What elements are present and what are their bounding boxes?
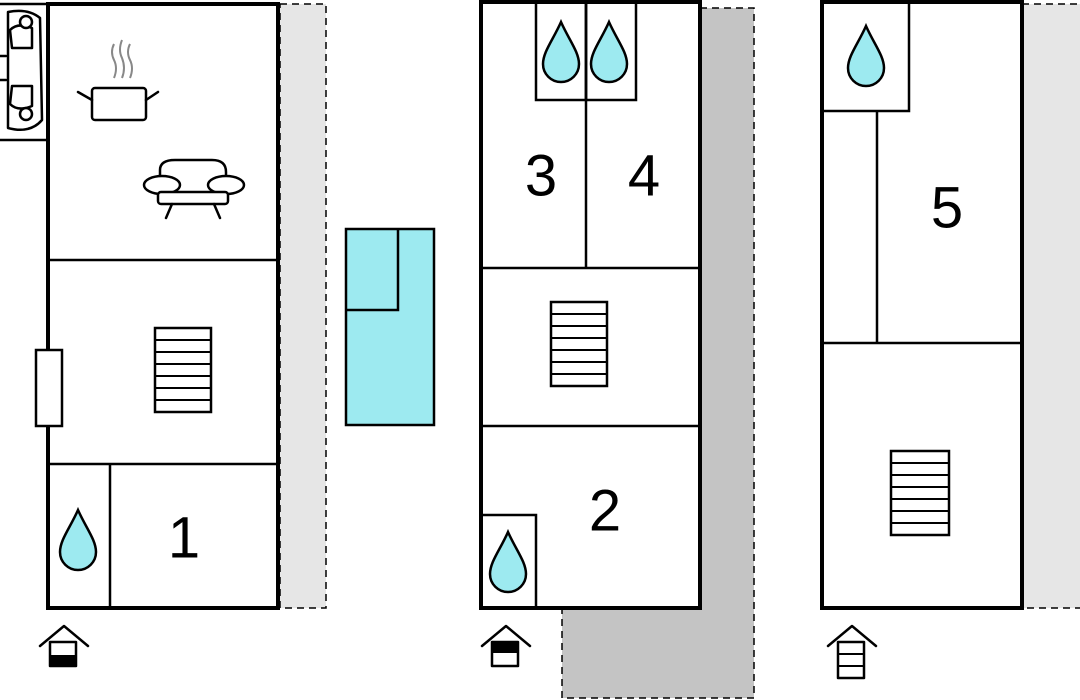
room-number-5: 5: [931, 175, 963, 240]
floor-left: 1: [0, 2, 280, 668]
terrace-right: [1021, 3, 1080, 609]
floor-right: 5: [820, 0, 1024, 680]
terrace-left: [279, 3, 327, 609]
window-icon: [34, 348, 64, 428]
bathroom-drop-icon: [488, 528, 528, 594]
entrance-icon: [38, 624, 90, 668]
bathroom-drop-icon: [846, 22, 886, 88]
room-number-3: 3: [525, 143, 557, 208]
stairs-icon: [889, 449, 951, 537]
room-number-1: 1: [168, 505, 200, 570]
entrance-icon: [826, 624, 878, 680]
bathroom-drop-icon: [58, 506, 98, 572]
building-left: [46, 2, 280, 610]
pool-icon: [344, 227, 436, 427]
bathroom-drop-icon: [541, 18, 581, 84]
stairs-icon: [549, 300, 609, 388]
bathroom-drop-icon: [589, 18, 629, 84]
floor-middle: 3 4 2: [479, 0, 702, 668]
sofa-icon: [142, 158, 246, 220]
entrance-icon: [480, 624, 532, 668]
kitchen-icon: [76, 39, 160, 122]
room-number-4: 4: [628, 143, 660, 208]
stairs-icon: [153, 326, 213, 414]
room-number-2: 2: [589, 478, 621, 543]
car-icon: [0, 9, 44, 131]
